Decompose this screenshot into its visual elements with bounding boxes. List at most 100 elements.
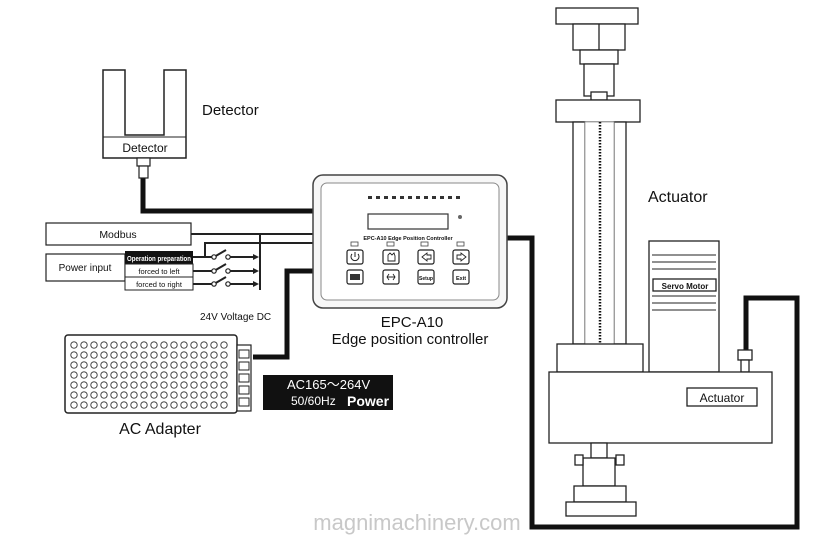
vent-hole [190,341,198,349]
guide-rod-left [572,121,586,345]
vent-hole [200,401,208,409]
vent-hole [170,351,178,359]
right-key[interactable] [452,249,470,265]
wires [140,178,800,530]
actuator-top-bracket [555,7,639,25]
actuator-label: Actuator [648,189,708,206]
vent-hole [160,341,168,349]
vent-hole [160,351,168,359]
vent-hole [190,351,198,359]
left-key[interactable] [417,249,435,265]
vent-hole [120,341,128,349]
actuator-box-label: Actuator [700,391,745,405]
vent-hole [130,351,138,359]
exit-key[interactable] [452,269,470,285]
vent-hole [130,341,138,349]
power-input-label: Power input [59,263,112,274]
voltage-label: 24V Voltage DC [200,312,271,323]
vent-hole [150,351,158,359]
vent-hole [90,401,98,409]
vent-hole [220,361,228,369]
vent-hole [180,391,188,399]
alarm-led [458,215,462,219]
vent-hole [150,381,158,389]
controller-display [367,213,449,230]
vent-hole [80,341,88,349]
power-spec-line2a: 50/60Hz [291,394,336,408]
vent-hole [110,371,118,379]
motor-fins [652,254,716,311]
wire-controller-actuator [507,235,800,530]
mode-icon [350,274,360,280]
vent-hole [150,391,158,399]
vent-hole [130,391,138,399]
vent-hole [200,341,208,349]
vent-hole [220,381,228,389]
power-spec-line2b: Power [347,393,390,409]
vent-hole [110,401,118,409]
manual-key[interactable] [382,249,400,265]
actuator: Servo Motor Actuator Actuator [548,7,773,517]
operation-preparation-box [125,251,193,264]
modbus-label: Modbus [99,229,136,241]
vent-hole [220,391,228,399]
vent-hole [70,351,78,359]
vent-hole [190,361,198,369]
vent-hole [150,401,158,409]
vent-hole [200,371,208,379]
detector: Detector Detector [102,69,259,179]
vent-hole [120,401,128,409]
servo-motor-label: Servo Motor [662,282,709,291]
vent-hole [180,361,188,369]
vent-hole [80,401,88,409]
vent-hole [140,381,148,389]
vent-hole [80,381,88,389]
forced-right-box [124,276,194,291]
vent-hole [150,361,158,369]
vent-hole [130,381,138,389]
vent-hole [100,401,108,409]
actuator-bottom-bracket [573,485,627,503]
vent-hole [180,341,188,349]
vent-hole [80,371,88,379]
vent-hole [70,371,78,379]
wire-detector-controller [140,178,313,214]
input-boxes: Modbus Power input Operation preparation… [45,222,271,323]
vent-hole [90,371,98,379]
vent-hole [210,351,218,359]
setup-key[interactable] [417,269,435,285]
vent-hole [200,381,208,389]
setup-key-label: Setup [419,276,433,282]
vent-hole [190,401,198,409]
arrow-heads [253,254,259,287]
vent-hole [180,371,188,379]
power-spec-box [263,375,393,410]
vent-hole [90,381,98,389]
vent-hole [180,351,188,359]
arrow-left-icon [421,252,432,262]
vent-hole [180,401,188,409]
guide-rod-right [613,121,627,345]
controller-panel-caption: EPC-A10 Edge Position Controller [363,236,453,242]
vent-hole [160,391,168,399]
vent-hole [210,391,218,399]
vent-hole [110,381,118,389]
vent-hole [130,401,138,409]
controller-model-label: EPC-A10 [381,314,444,331]
vent-hole [170,401,178,409]
modbus-box [45,222,192,246]
vent-hole [210,361,218,369]
detector-body [102,69,187,159]
vent-hole [70,401,78,409]
vent-hole [200,351,208,359]
vent-hole [120,391,128,399]
adapter-label: AC Adapter [119,421,202,438]
forced-left-label: forced to left [138,267,180,276]
adapter-terminal-screws [238,349,250,407]
vent-hole [120,371,128,379]
vent-hole [150,371,158,379]
vent-hole [100,391,108,399]
vent-hole [200,361,208,369]
